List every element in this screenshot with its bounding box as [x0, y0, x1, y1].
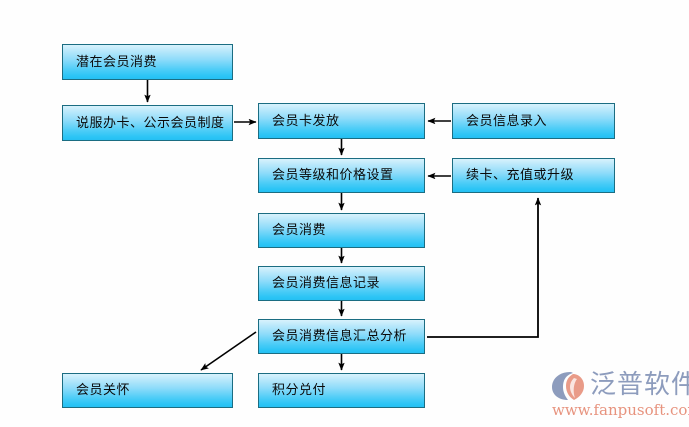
node-label: 会员卡发放 [272, 113, 340, 129]
node-member-info-entry[interactable]: 会员信息录入 [452, 103, 615, 139]
node-label: 积分兑付 [272, 383, 327, 398]
node-label: 潜在会员消费 [76, 54, 158, 70]
watermark-url: www.fanpusoft.com [552, 401, 689, 419]
edge-analysis-to-member-care [200, 331, 257, 371]
watermark-brand: 泛普软件 [590, 370, 689, 400]
node-renew-recharge-upgrade[interactable]: 续卡、充值或升级 [452, 158, 615, 193]
node-label: 会员消费 [272, 223, 327, 238]
node-persuade-card[interactable]: 说服办卡、公示会员制度 [62, 105, 233, 141]
node-card-issue[interactable]: 会员卡发放 [258, 103, 425, 139]
node-label: 续卡、充值或升级 [466, 168, 575, 183]
node-potential-consumption[interactable]: 潜在会员消费 [62, 44, 233, 80]
node-consumption-record[interactable]: 会员消费信息记录 [258, 266, 425, 301]
node-label: 会员消费信息记录 [272, 276, 381, 291]
node-label: 会员关怀 [76, 383, 131, 398]
watermark-logo: 泛普软件 www.fanpusoft.com [548, 368, 689, 424]
fanpu-logo-icon [552, 372, 584, 400]
node-member-care[interactable]: 会员关怀 [62, 373, 233, 408]
node-label: 会员消费信息汇总分析 [272, 329, 408, 344]
node-label: 说服办卡、公示会员制度 [76, 115, 225, 131]
node-points-redemption[interactable]: 积分兑付 [258, 373, 425, 408]
node-member-consumption[interactable]: 会员消费 [258, 213, 425, 248]
node-label: 会员信息录入 [466, 113, 548, 129]
edge-analysis-to-renew-feedback [427, 197, 542, 338]
node-consumption-analysis[interactable]: 会员消费信息汇总分析 [258, 319, 425, 354]
node-label: 会员等级和价格设置 [272, 168, 394, 183]
node-level-price-setting[interactable]: 会员等级和价格设置 [258, 158, 425, 193]
